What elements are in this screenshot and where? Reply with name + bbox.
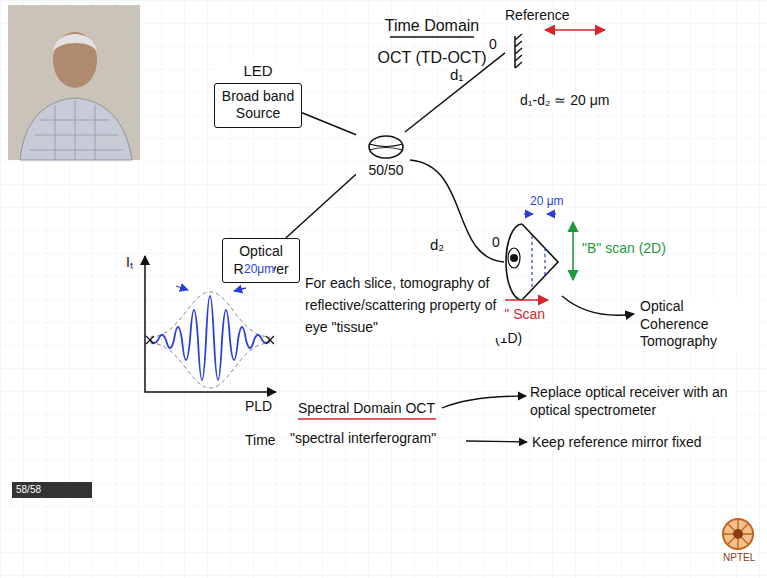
slide-title: Time Domain OCT (TD-OCT) <box>372 10 492 74</box>
emblem-hub <box>733 529 743 539</box>
head <box>53 32 97 88</box>
distance-label: d₂ <box>430 236 444 255</box>
slice-arrow <box>524 213 533 214</box>
optical-fiber <box>286 174 356 238</box>
b-scan-arrow <box>572 222 574 280</box>
width-arrow <box>234 288 246 291</box>
slice-arrow <box>547 213 556 214</box>
component-box: LED Broad band Source <box>214 62 302 128</box>
optical-fiber <box>302 113 356 135</box>
fiber-coupler: 50/50 <box>356 132 416 180</box>
slide-counter: 58/58 <box>16 484 41 497</box>
section-heading: Spectral Domain OCT <box>298 400 435 418</box>
logo-text: NPTEL <box>723 552 755 565</box>
interference-fringes <box>150 296 270 380</box>
box-label: Broad band Source <box>219 88 297 123</box>
pointer-arrow <box>562 296 634 315</box>
pointer-arrow <box>442 396 526 408</box>
coupler-fibers <box>369 144 403 150</box>
red-underline <box>298 418 436 420</box>
mirror-line <box>515 34 522 68</box>
lecturer-video <box>8 5 140 160</box>
shirt-checks <box>30 100 124 160</box>
fiber-end-mark: 0 <box>492 234 500 252</box>
note-text: For each slice, tomography of reflective… <box>305 272 505 338</box>
slice-line <box>531 236 532 290</box>
term-note: Optical Coherence Tomography <box>640 298 755 351</box>
path-difference: d₁-d₂ ≃ 20 μm <box>520 92 609 110</box>
eye-lens <box>510 254 518 262</box>
note-text: Keep reference mirror fixed <box>532 434 702 452</box>
envelope <box>150 343 270 388</box>
dimension: 20μm <box>244 262 274 277</box>
pointer-arrow <box>466 441 527 442</box>
graph-axes <box>145 256 276 392</box>
end-marks <box>146 336 274 344</box>
box-heading: LED <box>214 62 302 81</box>
coupler-symbol <box>356 132 416 162</box>
sample-fiber <box>410 160 504 262</box>
note-text: Replace optical receiver with an optical… <box>530 384 735 419</box>
slice-line <box>544 248 545 278</box>
eye-cornea <box>522 224 558 300</box>
counter-bar <box>12 482 92 498</box>
eye-pupil <box>508 248 520 268</box>
reference-mirror: Reference <box>505 6 585 74</box>
eye-back <box>506 224 522 300</box>
axis-label: Time <box>245 432 276 450</box>
coupler-outline <box>369 136 403 158</box>
title-underline <box>390 36 474 37</box>
emblem-ring <box>723 519 753 549</box>
note-text: "spectral interferogram" <box>290 430 436 448</box>
eye-drawing <box>506 224 558 300</box>
envelope <box>150 292 270 337</box>
dimension: 20 μm <box>530 194 564 209</box>
mirror-label: Reference <box>505 7 570 25</box>
scan-label: "B" scan (2D) <box>582 240 666 258</box>
width-arrow <box>176 286 188 290</box>
coupler-label: 50/50 <box>356 162 416 180</box>
hair <box>53 34 97 52</box>
distance-label: d₁ <box>450 66 463 85</box>
box-outline: Broad band Source <box>214 83 302 128</box>
mirror-scan-arrow <box>545 29 605 31</box>
video-frame <box>8 5 140 160</box>
fiber-end-mark: 0 <box>489 36 497 54</box>
nptel-emblem <box>723 519 753 549</box>
axis-label: PLD <box>245 398 272 416</box>
axis-label: Iₜ <box>126 254 133 272</box>
emblem-spokes <box>724 520 752 548</box>
mirror-symbol <box>505 30 535 70</box>
shirt <box>20 98 132 160</box>
